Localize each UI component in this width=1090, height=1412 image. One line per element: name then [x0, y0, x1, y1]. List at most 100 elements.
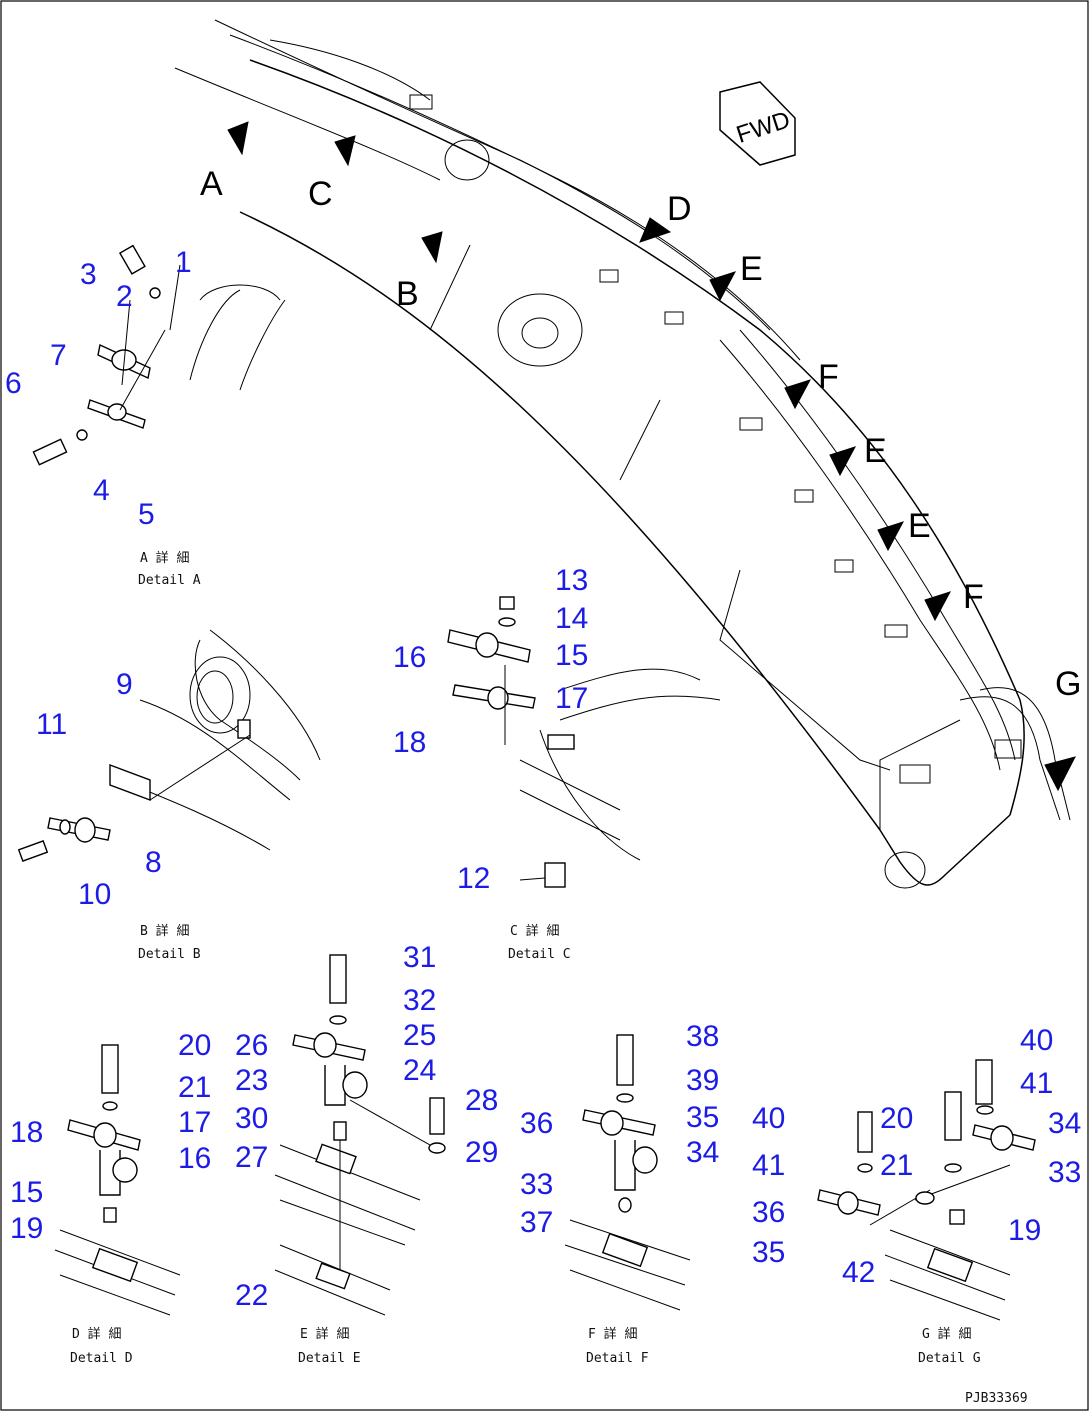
detail-c-callouts: 12 13 14 15 16 17 18: [393, 564, 588, 895]
callout-39: 39: [686, 1064, 719, 1097]
detail-e-caption-en: Detail E: [298, 1351, 361, 1366]
callout-12: 12: [457, 862, 490, 895]
callout-g-36: 36: [752, 1196, 785, 1229]
callout-8: 8: [145, 846, 162, 879]
detail-g-callouts: 35 36 40 41 19 20 21 33 34 40 41 42: [752, 1024, 1081, 1289]
callout-2: 2: [116, 280, 133, 313]
callout-d-20: 20: [178, 1029, 211, 1062]
callout-d-17: 17: [178, 1106, 211, 1139]
callout-7: 7: [50, 339, 67, 372]
callout-24: 24: [403, 1054, 436, 1087]
detail-a-callouts: 1 2 3 4 5 6 7: [5, 246, 192, 531]
detail-g-caption-en: Detail G: [918, 1351, 981, 1366]
callout-13: 13: [555, 564, 588, 597]
view-label-c: C: [308, 175, 333, 213]
callout-18: 18: [393, 726, 426, 759]
callout-16: 16: [393, 641, 426, 674]
callout-36: 36: [520, 1107, 553, 1140]
boom-structure: [174, 19, 1071, 889]
detail-a-caption-en: Detail A: [138, 573, 201, 588]
callout-g-35: 35: [752, 1236, 785, 1269]
detail-g-caption-jp: G 詳 細: [922, 1326, 971, 1342]
detail-b-drawing: [17, 629, 321, 862]
detail-e-callouts: 22 23 24 25 26 27 28 29 30 31 32: [235, 941, 498, 1312]
view-label-e2: E: [864, 432, 887, 470]
callout-14: 14: [555, 602, 588, 635]
callout-31: 31: [403, 941, 436, 974]
callout-25: 25: [403, 1019, 436, 1052]
callout-d-21: 21: [178, 1071, 211, 1104]
callout-35: 35: [686, 1101, 719, 1134]
callout-d-19: 19: [10, 1212, 43, 1245]
callout-d-18: 18: [10, 1116, 43, 1149]
callout-1: 1: [175, 246, 192, 279]
detail-b-caption-en: Detail B: [138, 947, 201, 962]
detail-d-drawing: [54, 1044, 181, 1316]
detail-e-drawing: [274, 954, 446, 1316]
detail-c-caption: C 詳 細 Detail C: [508, 923, 571, 962]
detail-d-caption-jp: D 詳 細: [72, 1326, 121, 1342]
callout-3: 3: [80, 258, 97, 291]
view-label-g: G: [1055, 665, 1081, 703]
callout-g-19: 19: [1008, 1214, 1041, 1247]
detail-b-callouts: 8 9 10 11: [36, 668, 162, 911]
detail-f-caption-jp: F 詳 細: [588, 1326, 637, 1342]
view-label-d: D: [667, 190, 692, 228]
detail-g-drawing: [817, 1059, 1036, 1321]
callout-22: 22: [235, 1279, 268, 1312]
fwd-label: FWD: [733, 106, 793, 149]
callout-g-41-left: 41: [752, 1149, 785, 1182]
callout-23: 23: [235, 1064, 268, 1097]
callout-38: 38: [686, 1020, 719, 1053]
callout-32: 32: [403, 984, 436, 1017]
detail-a-caption: A 詳 細 Detail A: [138, 550, 201, 588]
detail-d-callouts: 15 16 17 18 19 20 21: [10, 1029, 211, 1245]
view-label-b: B: [396, 275, 419, 313]
detail-c-caption-en: Detail C: [508, 947, 571, 962]
detail-f-caption-en: Detail F: [586, 1351, 649, 1366]
detail-e-caption: E 詳 細 Detail E: [298, 1326, 361, 1366]
detail-d-caption: D 詳 細 Detail D: [70, 1326, 133, 1366]
callout-26: 26: [235, 1029, 268, 1062]
callout-g-21: 21: [880, 1149, 913, 1182]
detail-g-caption: G 詳 細 Detail G: [918, 1326, 981, 1366]
callout-27: 27: [235, 1141, 268, 1174]
callout-g-34: 34: [1048, 1107, 1081, 1140]
detail-e-caption-jp: E 詳 細: [300, 1326, 349, 1342]
detail-f-drawing: [564, 1034, 691, 1311]
drawing-code: PJB33369: [965, 1391, 1028, 1406]
callout-33: 33: [520, 1168, 553, 1201]
callout-10: 10: [78, 878, 111, 911]
callout-34: 34: [686, 1136, 719, 1169]
detail-c-drawing: [447, 596, 721, 888]
view-label-f1: F: [818, 358, 839, 396]
detail-a-drawing: [32, 244, 286, 466]
view-arrows: [227, 121, 1076, 792]
callout-g-20: 20: [880, 1102, 913, 1135]
detail-c-caption-jp: C 詳 細: [510, 923, 559, 939]
callout-11: 11: [36, 708, 67, 741]
callout-g-33: 33: [1048, 1156, 1081, 1189]
callout-d-15: 15: [10, 1176, 43, 1209]
detail-d-caption-en: Detail D: [70, 1351, 133, 1366]
callout-28: 28: [465, 1084, 498, 1117]
callout-g-42: 42: [842, 1256, 875, 1289]
callout-9: 9: [116, 668, 133, 701]
callout-30: 30: [235, 1102, 268, 1135]
detail-b-caption-jp: B 詳 細: [140, 923, 189, 939]
detail-a-caption-jp: A 詳 細: [140, 550, 189, 566]
callout-29: 29: [465, 1136, 498, 1169]
view-label-e1: E: [740, 250, 763, 288]
callout-g-40-right: 40: [1020, 1024, 1053, 1057]
callout-37: 37: [520, 1206, 553, 1239]
view-label-f2: F: [963, 578, 984, 616]
callout-15: 15: [555, 639, 588, 672]
detail-f-callouts: 33 34 35 36 37 38 39: [520, 1020, 719, 1239]
view-label-e3: E: [908, 507, 931, 545]
callout-g-41-right: 41: [1020, 1067, 1053, 1100]
view-label-a: A: [200, 165, 223, 203]
callout-6: 6: [5, 367, 22, 400]
